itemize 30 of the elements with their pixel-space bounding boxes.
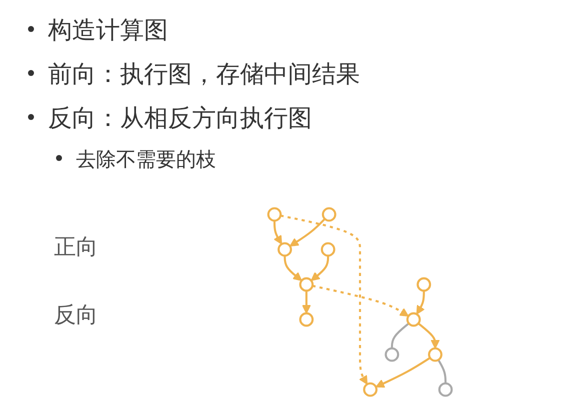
arrow [290,218,326,247]
arrow [416,290,425,315]
node-circle [320,242,336,257]
node-circle [363,382,378,397]
node-circle [278,242,292,257]
arrow [280,214,368,385]
node-circle [299,277,314,292]
arrow [376,357,431,388]
node-circle [438,382,453,397]
connector [390,322,410,348]
arrow [312,284,409,317]
arrow [302,290,311,314]
node-circle [416,277,432,292]
diagram-label: 反向 [54,302,98,330]
node-circle [267,207,282,222]
bullet-text: 前向：执行图，存储中间结果 [48,60,360,88]
node-circle [322,207,336,222]
bullet-text: 构造计算图 [48,16,168,44]
node-circle [384,347,400,362]
arrow [284,256,302,281]
diagram-label: 正向 [54,234,98,262]
node-circle [406,312,421,327]
node-circle [299,312,314,327]
bullet-text: 反向：从相反方向执行图 [48,104,312,132]
node-circle [428,347,442,362]
arrow [418,322,440,349]
connector [437,359,447,384]
arrow [310,256,330,281]
bullet-text: 去除不需要的枝 [76,147,216,171]
arrow [273,220,282,245]
